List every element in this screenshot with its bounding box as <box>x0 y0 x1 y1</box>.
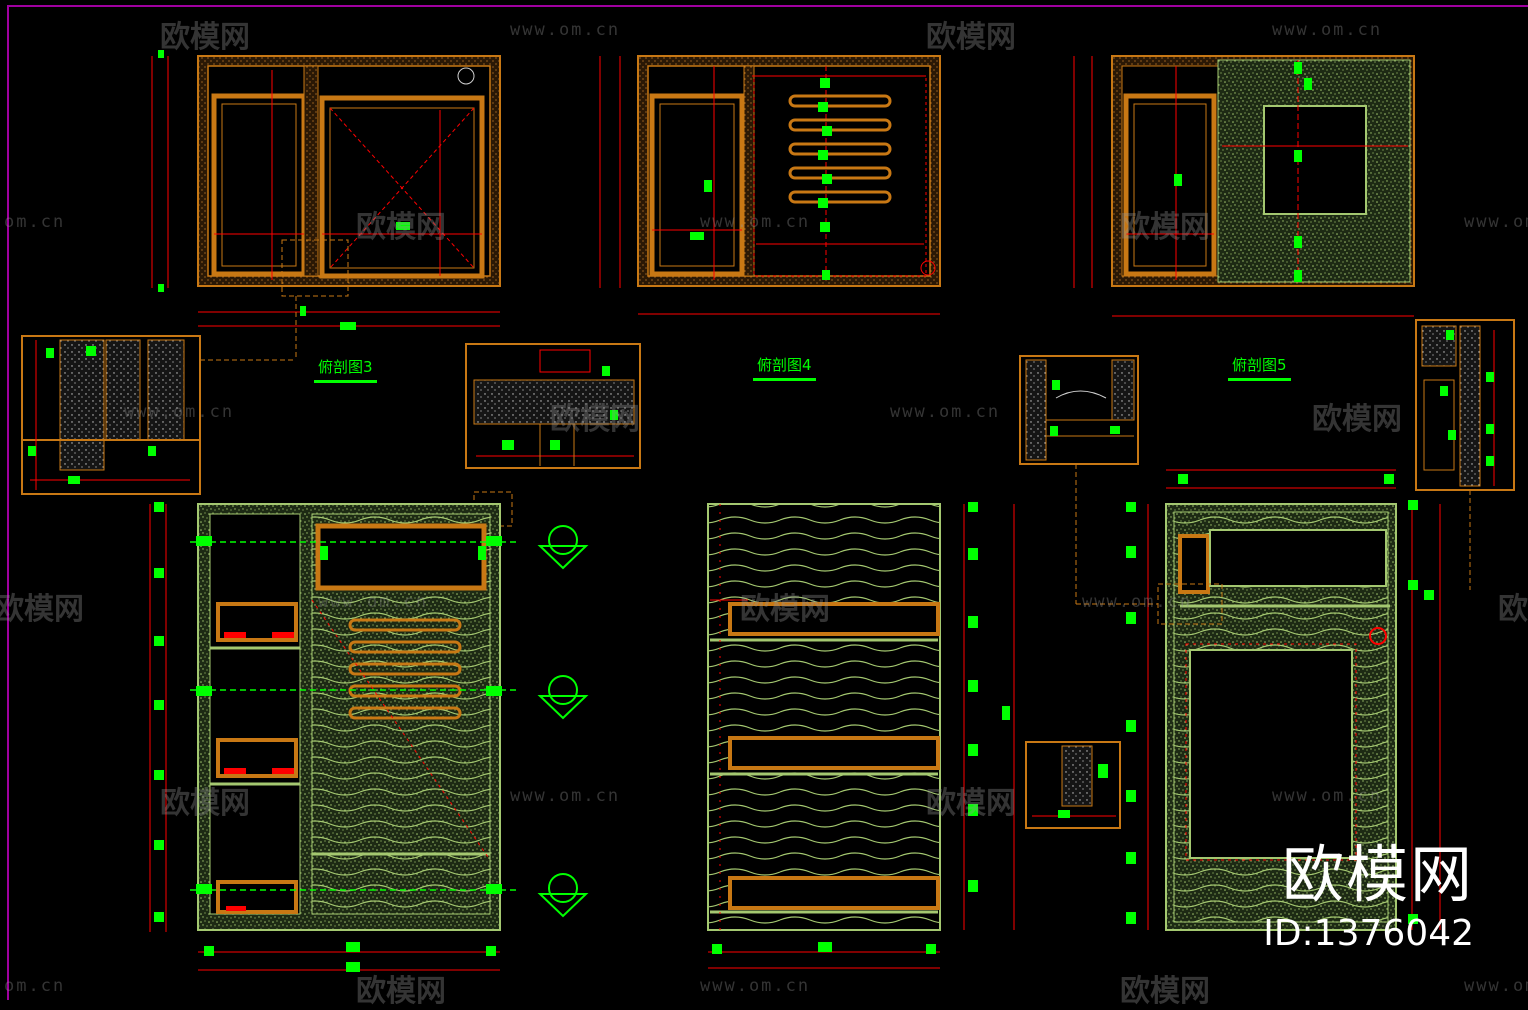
section-title-3: 俯剖图3 <box>314 358 377 383</box>
section-title-4: 俯剖图4 <box>753 356 816 381</box>
plan-section-5 <box>1073 55 1415 317</box>
plan-section-4 <box>599 55 941 315</box>
detail-box-center-right <box>1019 355 1139 604</box>
brand-id: ID:1376042 <box>1263 913 1474 954</box>
detail-box-center-left <box>465 343 641 527</box>
drawing-frame <box>7 5 1528 1000</box>
section-title-5: 俯剖图5 <box>1228 356 1291 381</box>
elevation-left <box>149 502 589 972</box>
detail-box-right <box>1415 319 1515 590</box>
plan-section-3 <box>151 50 501 361</box>
brand-name: 欧模网 <box>1281 838 1474 911</box>
detail-box-left <box>21 335 201 495</box>
elevation-right <box>1076 469 1441 931</box>
elevation-center <box>707 502 1121 969</box>
